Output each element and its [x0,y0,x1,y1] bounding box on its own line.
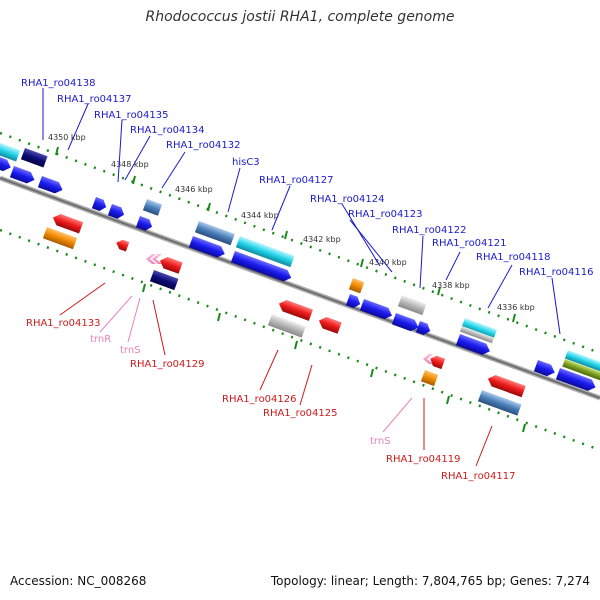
gene-trnR[interactable] [115,238,130,252]
gene-ro04141[interactable] [0,155,13,173]
gene-ro04120[interactable] [415,321,432,337]
tick-label: 4340 kbp [369,258,407,267]
gene-ro04126[interactable] [267,314,306,338]
gene-ro04127[interactable] [235,236,295,268]
gene-label[interactable]: RHA1_ro04133 [26,318,101,329]
gene-ro04139[interactable] [37,176,65,195]
gene-label[interactable]: RHA1_ro04129 [130,359,205,370]
gene-ro04126b[interactable] [277,298,313,321]
gene-ro04130[interactable] [188,236,227,260]
gene-ro04118b[interactable] [459,326,494,344]
gene-ro04134[interactable] [107,204,126,220]
gene-ro04119[interactable] [420,370,439,387]
gene-ro04138[interactable] [0,140,21,162]
gene-ro04133a[interactable] [51,212,84,234]
bottom-leaders [59,282,493,467]
gene-ro04124[interactable] [348,278,365,294]
gene-ro04132[interactable] [142,199,163,216]
gene-label[interactable]: RHA1_ro04118 [476,252,551,263]
gene-label[interactable]: RHA1_ro04126 [222,394,297,405]
gene-ro04122[interactable] [397,295,427,316]
gene-ro04112[interactable] [555,368,598,393]
map-title: Rhodococcus jostii RHA1, complete genome [145,9,455,25]
gene-label[interactable]: RHA1_ro04127 [259,175,334,186]
gene-label[interactable]: RHA1_ro04116 [519,267,594,278]
gene-ro04117[interactable] [477,390,522,416]
gene-label[interactable]: RHA1_ro04123 [348,209,423,220]
gene-ro04137[interactable] [20,148,48,168]
gene-ro04116[interactable] [455,334,492,357]
gene-ro04133[interactable] [42,227,78,250]
gene-ro04125[interactable] [317,315,342,334]
tick-label: 4346 kbp [175,185,213,194]
gene-ro04128[interactable] [230,251,293,283]
gene-ro04124b[interactable] [359,299,394,321]
gene-label[interactable]: RHA1_ro04119 [386,454,461,465]
gene-label[interactable]: RHA1_ro04121 [432,238,507,249]
gene-ro04117b[interactable] [486,373,526,398]
gene-label[interactable]: RHA1_ro04134 [130,125,205,136]
gene-label[interactable]: RHA1_ro04135 [94,110,169,121]
gene-ro04135[interactable] [91,197,108,213]
tick-label: 4336 kbp [497,303,535,312]
gene-ro04140[interactable] [9,166,37,185]
tick-label: 4348 kbp [111,160,149,169]
gene-ro04130r[interactable] [158,255,183,274]
bottom-labels: RHA1_ro04133 trnR trnS RHA1_ro04129 RHA1… [26,318,516,482]
gene-ro04113[interactable] [562,359,600,381]
gene-ro04115[interactable] [533,360,557,378]
gene-label[interactable]: hisC3 [232,157,260,168]
gene-ro04120r[interactable] [428,354,446,370]
tick-labels: 4350 kbp 4348 kbp 4346 kbp 4344 kbp 4342… [48,133,535,312]
major-ticks [55,146,526,433]
genome-backbone [0,175,600,401]
gene-label[interactable]: RHA1_ro04125 [263,408,338,419]
tick-label: 4344 kbp [241,211,279,220]
gene-label[interactable]: trnR [90,334,111,345]
gene-trnS-2[interactable] [423,354,433,364]
gene-label[interactable]: RHA1_ro04122 [392,225,467,236]
genome-summary: Topology: linear; Length: 7,804,765 bp; … [270,574,590,588]
gene-hisC3[interactable] [194,221,235,246]
gene-ro04121[interactable] [391,313,421,333]
gene-label[interactable]: RHA1_ro04132 [166,140,241,151]
tick-label: 4350 kbp [48,133,86,142]
gene-label[interactable]: RHA1_ro04138 [21,78,96,89]
top-leaders [42,88,561,335]
gene-trnS[interactable] [146,254,162,264]
gene-ro04118[interactable] [461,318,497,340]
gene-ro04123[interactable] [345,294,362,310]
accession-text: Accession: NC_008268 [10,574,147,588]
tick-label: 4338 kbp [432,281,470,290]
gene-label[interactable]: RHA1_ro04137 [57,94,132,105]
gene-ro04131[interactable] [135,216,154,232]
gene-ro04114[interactable] [564,350,600,373]
top-labels: RHA1_ro04138 RHA1_ro04137 RHA1_ro04135 R… [21,78,594,278]
tick-label: 4342 kbp [303,235,341,244]
forward-genes[interactable] [0,140,600,393]
gene-label[interactable]: trnS [120,345,141,356]
gene-label[interactable]: RHA1_ro04124 [310,194,385,205]
gene-label[interactable]: RHA1_ro04117 [441,471,516,482]
reverse-genes[interactable] [42,212,526,416]
gene-label[interactable]: trnS [370,436,391,447]
gene-ro04129[interactable] [149,270,179,291]
